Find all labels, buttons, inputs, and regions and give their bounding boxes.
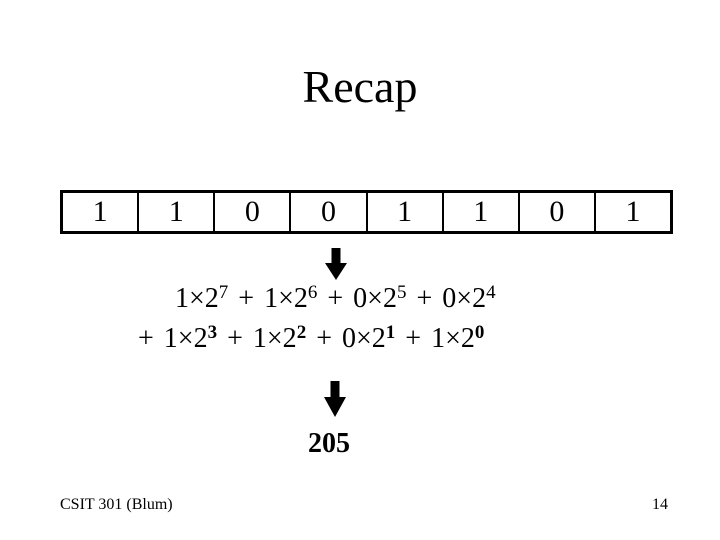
exponent: 2 [296, 322, 307, 343]
formula-term: 1×2 [175, 283, 219, 314]
table-cell: 0 [517, 193, 594, 231]
page-number: 14 [652, 496, 668, 513]
formula-term: + 1×2 [395, 323, 475, 354]
page-title: Recap [302, 61, 418, 112]
table-cell: 0 [213, 193, 289, 231]
formula-term: + 1×2 [228, 283, 308, 314]
formula-line-2: + 1×23 + 1×22 + 0×21 + 1×20 [138, 322, 485, 354]
formula-term: + 1×2 [138, 323, 208, 354]
binary-table: 1 1 0 0 1 1 0 1 [60, 190, 673, 234]
formula-term: + 0×2 [406, 283, 487, 314]
exponent: 1 [385, 322, 396, 343]
exponent: 0 [474, 322, 485, 343]
table-cell: 1 [137, 193, 213, 231]
table-cell: 1 [441, 193, 518, 231]
down-arrow-icon [324, 381, 346, 417]
exponent: 5 [396, 282, 407, 303]
down-arrow-icon [325, 248, 347, 280]
formula-term: + 0×2 [317, 283, 397, 314]
footer-course-label: CSIT 301 (Blum) [60, 496, 173, 513]
formula-term: + 0×2 [306, 323, 386, 354]
exponent: 3 [207, 322, 218, 343]
formula-line-1: 1×27 + 1×26 + 0×25 + 0×24 [175, 282, 496, 314]
table-cell: 1 [365, 193, 442, 231]
exponent: 7 [218, 282, 229, 303]
formula-term: + 1×2 [217, 323, 297, 354]
exponent: 6 [307, 282, 318, 303]
exponent: 4 [486, 282, 496, 303]
result-value: 205 [308, 428, 350, 459]
table-cell: 1 [593, 193, 670, 231]
table-cell: 1 [92, 195, 108, 228]
table-cell: 0 [289, 193, 365, 231]
